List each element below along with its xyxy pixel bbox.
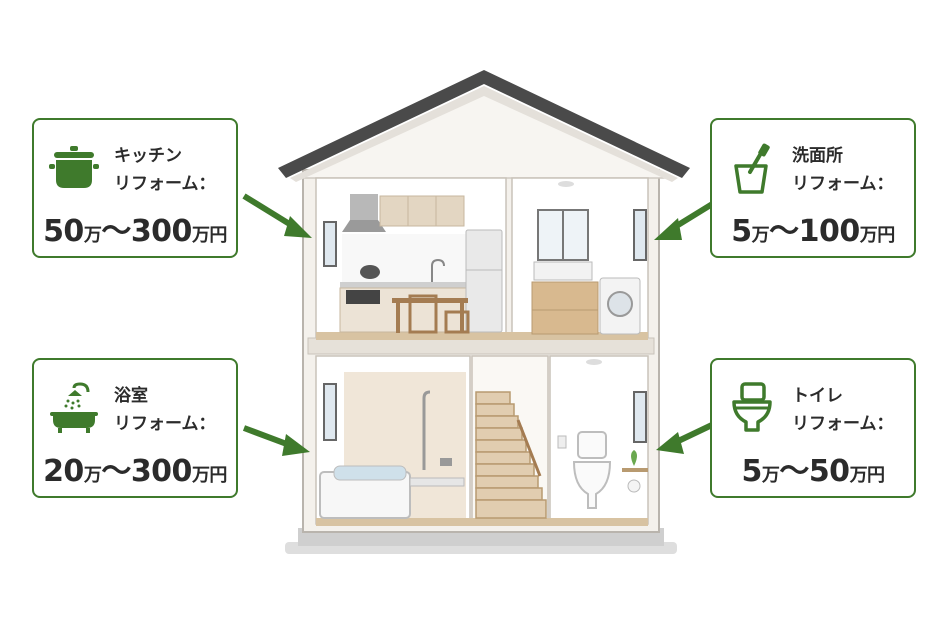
window-left-upper: [323, 221, 337, 267]
handrail: [516, 419, 542, 477]
toothbrush-cup-icon: [734, 143, 770, 194]
pot: [360, 265, 380, 279]
toilet-paper: [627, 479, 641, 493]
backsplash: [342, 234, 466, 282]
chair: [444, 310, 470, 334]
staircase: [475, 391, 547, 519]
toilet-card: トイレ リフォーム： 5万～50万円: [710, 358, 916, 498]
oven: [346, 290, 380, 304]
plant: [631, 450, 637, 466]
range-hood: [350, 194, 378, 220]
washroom-title: 洗面所 リフォーム：: [792, 146, 894, 194]
kitchen-price: 50万～300万円: [43, 214, 227, 249]
bath-stool: [409, 477, 465, 487]
kitchen-title: キッチン リフォーム：: [114, 146, 216, 194]
upper-floor-wood: [316, 332, 648, 340]
window-right-upper: [633, 209, 647, 261]
faucet: [431, 258, 445, 282]
washroom-price: 5万～100万円: [731, 214, 895, 249]
arrow-kitchen: [242, 193, 312, 238]
toilet-price: 5万～50万円: [741, 454, 885, 489]
cooking-pot-icon: [49, 146, 99, 188]
arrow-toilet: [656, 421, 716, 454]
bathtub-shower-icon: [50, 382, 98, 433]
arrow-bath: [242, 425, 310, 456]
toilet-tank: [577, 431, 607, 459]
chair: [408, 294, 438, 334]
toilet-icon: [732, 382, 772, 432]
toilet-shelf: [622, 468, 648, 472]
ceiling-light: [586, 359, 602, 365]
window-right-lower: [633, 391, 647, 443]
dining-table: [392, 298, 468, 303]
range-hood-skirt: [342, 220, 386, 232]
wall-switch: [557, 435, 567, 449]
window-left-lower: [323, 383, 337, 441]
toilet-bowl: [572, 461, 612, 509]
washroom-card: 洗面所 リフォーム： 5万～100万円: [710, 118, 916, 258]
vanity: [531, 281, 599, 335]
mirror: [533, 261, 593, 281]
upper-floor-slab: [307, 337, 655, 355]
lower-floor-wood: [316, 518, 648, 526]
toilet-title: トイレ リフォーム：: [792, 386, 894, 434]
bath-price: 20万～300万円: [43, 454, 227, 489]
fridge: [465, 229, 503, 333]
ceiling-light: [558, 181, 574, 187]
counter-top: [340, 282, 466, 288]
bath-card: 浴室 リフォーム： 20万～300万円: [32, 358, 238, 498]
shower: [422, 390, 431, 470]
kitchen-card: キッチン リフォーム： 50万～300万円: [32, 118, 238, 258]
upper-cabinets: [379, 195, 465, 227]
bath-title: 浴室 リフォーム：: [114, 386, 216, 434]
